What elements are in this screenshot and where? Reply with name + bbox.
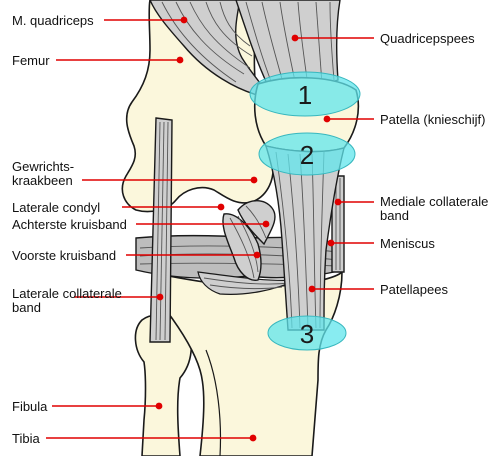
label-meniscus: Meniscus (380, 236, 435, 251)
leader-meniscus (327, 239, 374, 247)
leader-quadricepspees (291, 34, 374, 42)
leader-gewrichtskraakbeen (82, 176, 258, 184)
label-gewrichtskraakbeen-line1: Gewrichts- (12, 159, 74, 174)
label-patellapees: Patellapees (380, 282, 448, 297)
zone-1-number: 1 (298, 80, 312, 110)
label-voorste-kruisband: Voorste kruisband (12, 248, 116, 263)
zone-3-highlight (267, 315, 347, 351)
zone-3-number: 3 (300, 319, 314, 349)
meniscus-fibers (203, 277, 291, 290)
label-femur: Femur (12, 53, 50, 68)
tibia-contour (205, 349, 222, 456)
anterior-cruciate-ligament (222, 213, 262, 281)
leader-voorste-kruisband (126, 251, 261, 259)
label-achterste-kruisband: Achterste kruisband (12, 217, 127, 232)
leader-achterste-kruisband (136, 220, 270, 228)
label-gewrichtskraakbeen-line2: kraakbeen (12, 173, 73, 188)
label-quadricepspees: Quadricepspees (380, 31, 475, 46)
label-patella: Patella (knieschijf) (380, 112, 486, 127)
zone-1-highlight (249, 71, 361, 117)
label-mediale-collaterale-line2: band (380, 208, 409, 223)
lateral-collateral-ligament (149, 117, 173, 343)
label-laterale-collaterale-line1: Laterale collaterale (12, 286, 122, 301)
leader-mediale-collaterale-band (334, 198, 374, 206)
leader-femur (56, 56, 184, 64)
zone-2-number: 2 (300, 140, 314, 170)
label-laterale-collaterale-line2: band (12, 300, 41, 315)
quadriceps-fibers (161, 1, 253, 83)
label-m-quadriceps: M. quadriceps (12, 13, 94, 28)
label-fibula: Fibula (12, 399, 48, 414)
leader-laterale-collaterale-band (74, 293, 164, 301)
medial-collateral-fibers (335, 178, 341, 270)
label-mediale-collaterale-line1: Mediale collaterale (380, 194, 488, 209)
zone-2-highlight (258, 132, 356, 176)
lateral-collateral-fibers (155, 121, 169, 341)
label-laterale-condyl: Laterale condyl (12, 200, 100, 215)
leader-tibia (46, 434, 257, 442)
label-tibia: Tibia (12, 431, 40, 446)
cruciate-fibers (229, 205, 267, 279)
leader-patellapees (308, 285, 374, 293)
leader-laterale-condyl (122, 203, 225, 211)
leader-patella (323, 115, 374, 123)
leader-fibula (52, 402, 163, 410)
leader-m-quadriceps (104, 16, 188, 24)
